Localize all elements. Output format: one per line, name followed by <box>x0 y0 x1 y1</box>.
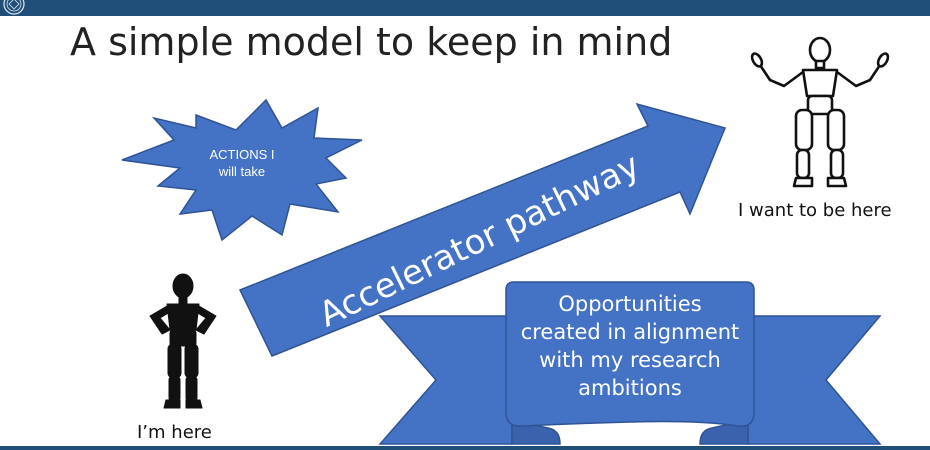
footer-line <box>0 446 930 450</box>
banner-line: Opportunities <box>558 292 702 316</box>
slide-title: A simple model to keep in mind <box>70 20 673 64</box>
banner-line: created in alignment <box>520 320 740 344</box>
actions-burst-line: will take <box>218 164 266 179</box>
actions-burst-label: ACTIONS I will take <box>192 146 292 180</box>
actions-starburst-shape <box>121 98 363 242</box>
banner-center-panel <box>505 281 755 427</box>
banner-right-tail <box>747 315 882 445</box>
goal-figure-caption: I want to be here <box>738 200 892 221</box>
header-bar <box>0 0 930 16</box>
university-seal-icon <box>3 0 25 15</box>
banner-label: Opportunities created in alignment with … <box>506 290 754 402</box>
banner-left-tail <box>378 315 513 445</box>
accelerator-arrow-shape <box>238 102 727 357</box>
banner-line: ambitions <box>578 376 682 400</box>
mannequin-hands-on-hips-icon <box>149 273 217 409</box>
actions-burst-line: ACTIONS I <box>209 147 275 162</box>
mannequin-shrugging-icon <box>750 36 890 188</box>
banner-line: with my research <box>539 348 721 372</box>
current-figure-caption: I’m here <box>137 422 212 443</box>
